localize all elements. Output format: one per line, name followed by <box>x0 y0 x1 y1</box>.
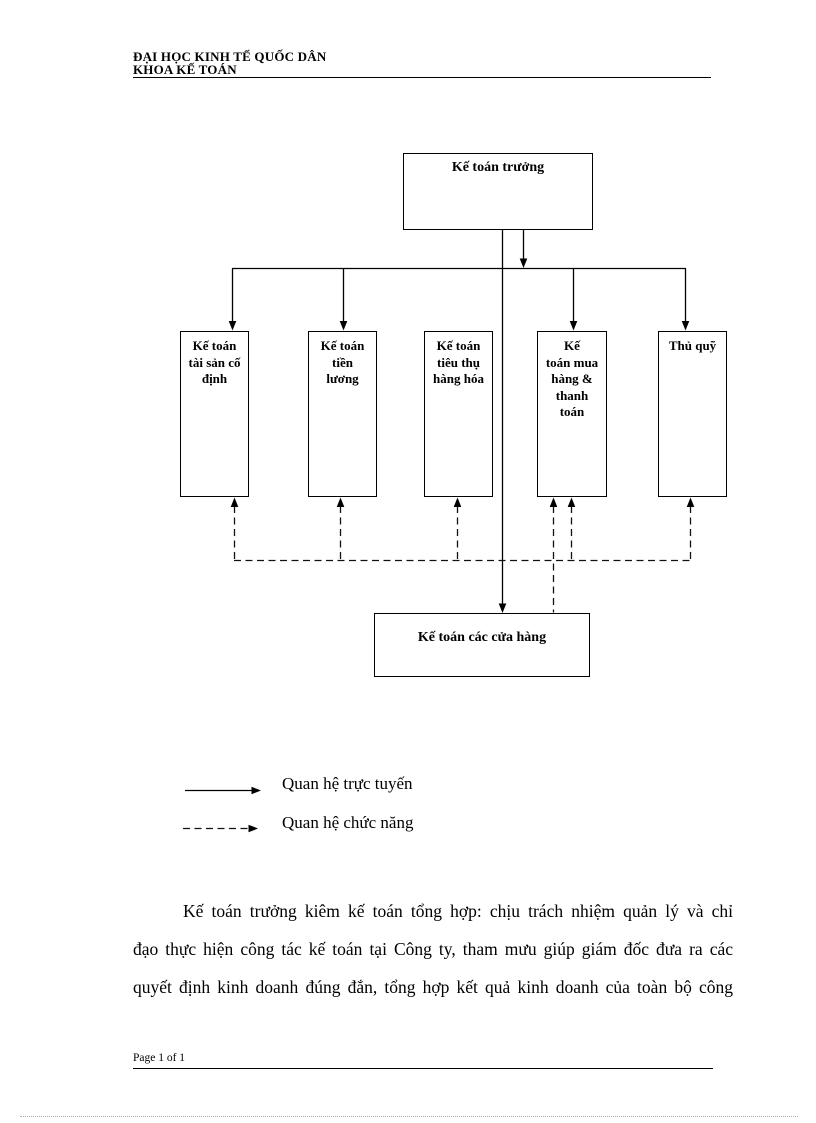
arrow-down-icon <box>569 321 578 331</box>
box-label-line: toán <box>559 404 585 419</box>
arrow-down-icon <box>681 321 690 331</box>
box-label-line: Thủ quỹ <box>668 338 717 353</box>
box-label-line: hàng hóa <box>433 371 484 386</box>
box-label-line: hàng & <box>551 371 593 386</box>
arrow-down-icon <box>228 321 237 331</box>
arrow-up-icon <box>549 497 558 507</box>
box-label-line: Kế toán <box>436 338 481 353</box>
chart-box-purchasing-payment: Kế toán mua hàng & thanh toán <box>537 331 607 497</box>
box-label-line: toán mua <box>545 354 599 370</box>
box-label-line: định <box>201 371 228 386</box>
footer-rule <box>133 1068 713 1069</box>
chart-box-payroll: Kế toán tiền lương <box>308 331 377 497</box>
chart-box-sales: Kế toán tiêu thụ hàng hóa <box>424 331 493 497</box>
chart-box-chief-accountant: Kế toán trưởng <box>403 153 593 230</box>
header-university-line: ĐẠI HỌC KINH TẾ QUỐC DÂN <box>133 49 327 64</box>
box-label-line: tiêu thụ <box>437 354 480 370</box>
arrow-right-icon <box>248 824 258 833</box>
arrow-up-icon <box>230 497 239 507</box>
legend-label-direct-relation: Quan hệ trực tuyến <box>282 774 413 793</box>
box-label-line: Kế toán trưởng <box>451 160 545 175</box>
arrow-up-icon <box>453 497 462 507</box>
box-label-line: Kế toán các cửa hàng <box>417 630 547 645</box>
body-paragraph: Kế toán trưởng kiêm kế toán tổng hợp: ch… <box>133 892 733 1006</box>
page-edge-dotted-line <box>20 1116 798 1117</box>
paragraph-line: đạo thực hiện công tác kế toán tại Công … <box>133 939 733 959</box>
arrow-up-icon <box>336 497 345 507</box>
arrow-up-icon <box>567 497 576 507</box>
paragraph-line: Kế toán trưởng kiêm kế toán tổng hợp: ch… <box>183 901 733 921</box>
box-label-line: tiền <box>332 354 353 370</box>
document-header: ĐẠI HỌC KINH TẾ QUỐC DÂN KHOA KẾ TOÁN <box>133 50 326 76</box>
box-label-line: lương <box>326 371 359 386</box>
chart-box-store-accounting: Kế toán các cửa hàng <box>374 613 590 677</box>
header-faculty-line: KHOA KẾ TOÁN <box>133 62 237 77</box>
functional-relation-connectors <box>230 497 695 613</box>
legend-label-functional-relation: Quan hệ chức năng <box>282 813 414 832</box>
arrow-up-icon <box>686 497 695 507</box>
arrow-down-icon <box>339 321 348 331</box>
chart-box-cashier: Thủ quỹ <box>658 331 727 497</box>
box-label-line: Kế <box>564 338 580 353</box>
arrow-down-icon <box>498 603 507 613</box>
chart-box-fixed-assets: Kế toán tài sản cố định <box>180 331 249 497</box>
box-label-line: Kế toán <box>192 338 237 353</box>
arrow-down-icon <box>519 258 528 268</box>
box-label-line: tài sản cố <box>188 354 241 370</box>
legend-arrow-samples <box>183 786 261 833</box>
footer-page-label: Page 1 of 1 <box>133 1052 186 1064</box>
box-label-line: Kế toán <box>320 338 365 353</box>
header-rule <box>133 77 711 78</box>
paragraph-line: quyết định kinh doanh đúng đắn, tổng hợp… <box>133 977 733 997</box>
arrow-right-icon <box>251 786 261 795</box>
box-label-line: thanh <box>555 387 589 403</box>
